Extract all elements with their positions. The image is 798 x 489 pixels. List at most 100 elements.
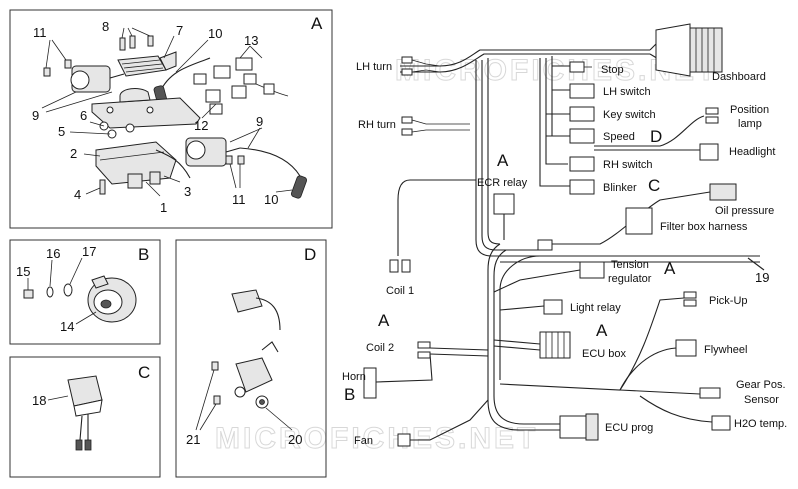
ref-tension-regulator-a: A bbox=[664, 259, 676, 278]
ecr-relay-connector bbox=[493, 193, 515, 240]
ref-speed-d: D bbox=[650, 127, 662, 146]
label-h2o-temp: H2O temp. bbox=[734, 418, 787, 430]
harness-splice bbox=[537, 239, 553, 251]
ignition-coil-right bbox=[185, 137, 245, 167]
label-oil-pressure: Oil pressure bbox=[715, 205, 774, 217]
label-position-lamp-1: Position bbox=[730, 104, 769, 116]
ecu-box-connector bbox=[539, 331, 571, 359]
callout-9-left: 9 bbox=[32, 108, 39, 123]
light-relay-connector bbox=[543, 299, 563, 315]
label-fan: Fan bbox=[354, 435, 373, 447]
label-coil-1: Coil 1 bbox=[386, 285, 414, 297]
voltage-regulator bbox=[117, 35, 177, 77]
speed-sensor bbox=[234, 341, 279, 409]
lh-switch-connector bbox=[569, 83, 595, 99]
panel-c-letter: C bbox=[138, 363, 150, 382]
fan-connector bbox=[397, 433, 411, 447]
callout-16: 16 bbox=[46, 246, 60, 261]
stop-connector bbox=[569, 61, 592, 73]
coil-2-connector bbox=[417, 341, 431, 359]
speed-sensor-connector bbox=[231, 289, 281, 331]
label-filter-box-harness: Filter box harness bbox=[660, 221, 748, 233]
label-key-switch: Key switch bbox=[603, 109, 656, 121]
callout-1: 1 bbox=[160, 200, 167, 215]
horn bbox=[87, 275, 137, 323]
label-horn: Horn bbox=[342, 371, 366, 383]
panel-d: D 21 20 bbox=[175, 239, 327, 478]
callout-18: 18 bbox=[32, 393, 46, 408]
label-light-relay: Light relay bbox=[570, 302, 621, 314]
label-rh-switch: RH switch bbox=[603, 159, 653, 171]
lh-turn-connector bbox=[401, 56, 441, 76]
callout-21: 21 bbox=[186, 432, 200, 447]
panel-c: C 18 bbox=[9, 356, 161, 478]
rh-turn-connector bbox=[401, 116, 470, 136]
callout-3: 3 bbox=[184, 184, 191, 199]
label-ecu-box: ECU box bbox=[582, 348, 627, 360]
label-speed: Speed bbox=[603, 131, 635, 143]
callout-13: 13 bbox=[244, 33, 258, 48]
tension-regulator-connector bbox=[579, 261, 605, 279]
dashboard-connector bbox=[649, 23, 723, 77]
oil-pressure-connector bbox=[709, 183, 737, 201]
blinker-connector bbox=[569, 179, 595, 195]
label-coil-2: Coil 2 bbox=[366, 342, 394, 354]
ref-ecu-box-a: A bbox=[596, 321, 608, 340]
coil-1-connector bbox=[389, 259, 411, 273]
screw-21b bbox=[213, 395, 221, 405]
callout-5: 5 bbox=[58, 124, 65, 139]
screw-11-top bbox=[43, 59, 72, 77]
panel-d-letter: D bbox=[304, 245, 316, 264]
screw-21a bbox=[211, 361, 219, 371]
coil-bracket bbox=[91, 88, 201, 129]
callout-4: 4 bbox=[74, 187, 81, 202]
washer-16 bbox=[46, 286, 54, 298]
gear-pos-connector bbox=[699, 387, 721, 399]
label-lh-turn: LH turn bbox=[356, 61, 392, 73]
position-lamp-connector bbox=[705, 107, 719, 124]
spark-plug-cable-bottom bbox=[239, 147, 308, 199]
pin-4 bbox=[99, 179, 106, 195]
label-tension-regulator-2: regulator bbox=[608, 273, 652, 285]
panel-b-letter: B bbox=[138, 245, 149, 264]
h2o-temp-connector bbox=[711, 415, 731, 431]
ecu-prog-connector bbox=[559, 413, 599, 441]
rh-switch-connector bbox=[569, 156, 595, 172]
relays-group bbox=[193, 57, 289, 115]
flywheel-connector bbox=[675, 339, 697, 357]
label-dashboard: Dashboard bbox=[712, 71, 766, 83]
label-position-lamp-2: lamp bbox=[738, 118, 762, 130]
grommets bbox=[99, 121, 135, 139]
label-pick-up: Pick-Up bbox=[709, 295, 748, 307]
callout-2: 2 bbox=[70, 146, 77, 161]
ref-coil-2-a: A bbox=[378, 311, 390, 330]
callout-7: 7 bbox=[176, 23, 183, 38]
callout-11-bottom: 11 bbox=[232, 192, 246, 207]
filter-box-connector bbox=[625, 207, 653, 235]
ignition-coil-left bbox=[70, 65, 125, 93]
panel-b: B 15 16 17 14 bbox=[9, 239, 161, 345]
pick-up-connector bbox=[683, 291, 697, 307]
callout-11-top: 11 bbox=[33, 25, 47, 40]
label-lh-switch: LH switch bbox=[603, 86, 651, 98]
label-gear-pos-1: Gear Pos. bbox=[736, 379, 786, 391]
callout-15: 15 bbox=[16, 264, 30, 279]
key-switch-connector bbox=[569, 106, 595, 122]
label-stop: Stop bbox=[601, 64, 624, 76]
callout-20: 20 bbox=[288, 432, 302, 447]
callout-10-top: 10 bbox=[208, 26, 222, 41]
label-headlight: Headlight bbox=[729, 146, 775, 158]
ref-horn-b: B bbox=[344, 385, 355, 404]
label-gear-pos-2: Sensor bbox=[744, 394, 779, 406]
label-blinker: Blinker bbox=[603, 182, 637, 194]
ecu-plate bbox=[95, 141, 191, 189]
washer-17 bbox=[63, 283, 73, 297]
callout-12: 12 bbox=[194, 118, 208, 133]
ref-blinker-c: C bbox=[648, 176, 660, 195]
label-ecu-prog: ECU prog bbox=[605, 422, 653, 434]
callout-6: 6 bbox=[80, 108, 87, 123]
ref-ecr-relay-a: A bbox=[497, 151, 509, 170]
callout-14: 14 bbox=[60, 319, 74, 334]
label-flywheel: Flywheel bbox=[704, 344, 747, 356]
screw-15 bbox=[23, 289, 34, 299]
